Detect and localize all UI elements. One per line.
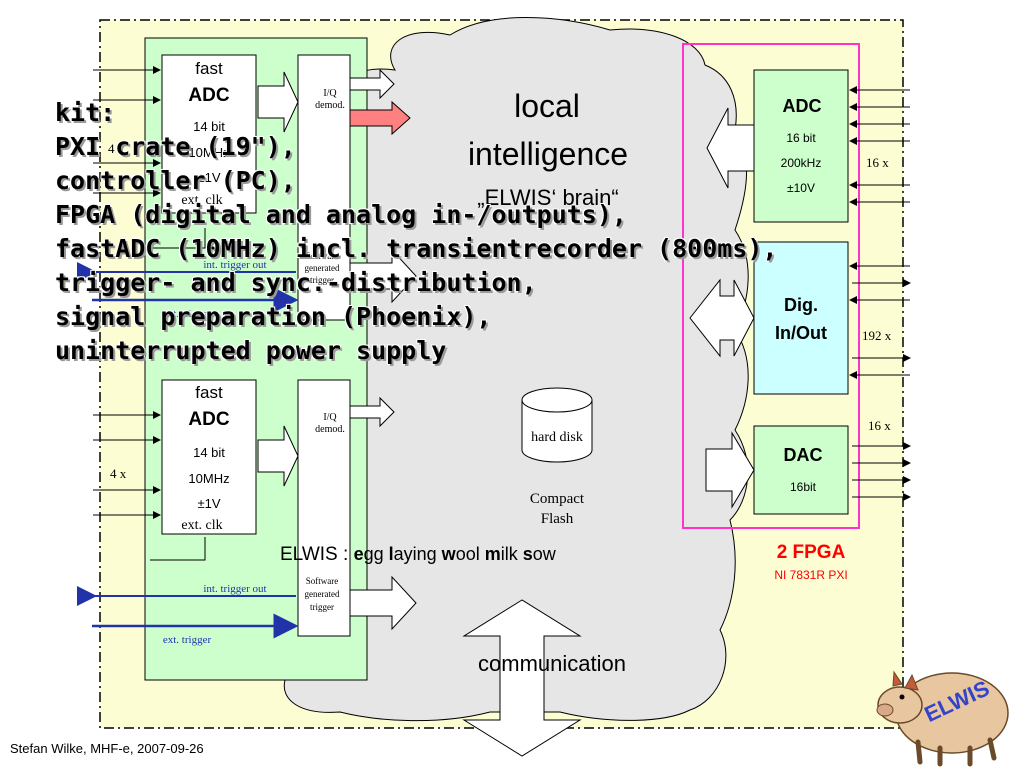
brain-line-2: intelligence [468, 136, 628, 172]
fast-adc-2-range: ±1V [197, 496, 220, 511]
fast-adc-2-title2: ADC [188, 409, 229, 430]
dac-title: DAC [784, 445, 823, 465]
elwis-acronym-part-7: ilk [501, 544, 523, 564]
adc16-range: ±10V [787, 181, 815, 195]
int-trigger-out-label-2: int. trigger out [203, 583, 266, 595]
iq-label-2b: demod. [315, 424, 345, 435]
sw-trigger-1a: Software [306, 251, 339, 261]
sw-trigger-1-arrow [349, 248, 417, 304]
dig-io-line-2: In/Out [775, 323, 827, 343]
fast-adc-1-title2: ADC [188, 85, 229, 106]
sw-trigger-1b: generated [305, 263, 340, 273]
elwis-acronym-part-1: gg [364, 544, 389, 564]
ext-trigger-label-2: ext. trigger [163, 634, 212, 646]
ext-clk-2-line [150, 537, 206, 561]
fpga-frame [682, 43, 860, 529]
sw-trigger-2a: Software [306, 576, 339, 586]
dac-bits: 16bit [790, 480, 817, 494]
elwis-acronym-part-2: l [389, 544, 394, 564]
compact-flash-line-2: Flash [541, 511, 574, 527]
fast-adc-1-clk: ext. clk [181, 193, 222, 208]
fast-adc-2-box [161, 379, 257, 535]
elwis-acronym: ELWIS : egg laying wool milk sow [280, 544, 557, 565]
sw-trigger-2-arrow [349, 575, 417, 631]
brain-to-dac-arrow [705, 431, 755, 509]
adc2-to-iq-arrow [257, 425, 299, 487]
communication-arrow [462, 599, 582, 757]
iq1-out-arrow [349, 68, 395, 100]
sw-trigger-2c: trigger [310, 602, 334, 612]
fast-adc-inputs [93, 66, 161, 519]
fast-adc-2-input-count: 4 x [110, 466, 127, 481]
fast-adc-1-input-count: 4 x [108, 141, 125, 156]
fast-adc-2-rate: 10MHz [188, 471, 229, 486]
fast-adc-1-range: ±1V [197, 170, 220, 185]
int-trigger-out-label-1: int. trigger out [203, 259, 266, 271]
fast-adc-2-title1: fast [195, 383, 223, 402]
hard-disk-label: hard disk [531, 430, 583, 445]
fast-adc-1-box [161, 54, 257, 214]
iq-label-1a: I/Q [323, 88, 337, 99]
ext-trigger-label-1: ext. trigger [163, 308, 212, 320]
elwis-mascot: ELWIS [876, 670, 1009, 767]
elwis-acronym-prefix: ELWIS : [280, 544, 354, 565]
iq-demod-column-2 [297, 379, 351, 637]
adc16-title: ADC [783, 96, 822, 116]
fpga-subtitle: NI 7831R PXI [774, 568, 847, 582]
sw-trigger-2b: generated [305, 589, 340, 599]
fast-adc-1-title1: fast [195, 59, 223, 78]
brain-line-1: local [514, 88, 580, 124]
elwis-acronym-part-5: ool [456, 544, 485, 564]
dac-outputs [852, 442, 911, 501]
fast-adc-1-bits: 14 bit [193, 119, 225, 134]
dig-io-box [753, 241, 849, 395]
elwis-acronym-part-3: aying [394, 544, 442, 564]
iq2-out-arrow [349, 396, 395, 428]
author-footer: Stefan Wilke, MHF-e, 2007-09-26 [10, 741, 204, 756]
dig-io-lines [849, 262, 911, 379]
iq-label-1b: demod. [315, 100, 345, 111]
adc16-bits: 16 bit [786, 131, 816, 145]
compact-flash-line-1: Compact [530, 491, 585, 507]
adc16-inputs [849, 86, 910, 206]
adc16-box [753, 69, 849, 223]
dig-io-double-arrow [689, 278, 755, 358]
adc16-count: 16 x [866, 155, 889, 170]
dig-io-line-1: Dig. [784, 295, 818, 315]
elwis-acronym-part-8: s [523, 544, 533, 564]
sw-trigger-1c: trigger [310, 275, 334, 285]
dac-count: 16 x [868, 418, 891, 433]
adc16-rate: 200kHz [781, 156, 822, 170]
adc1-to-iq-arrow [257, 71, 299, 133]
elwis-acronym-part-6: m [485, 544, 501, 564]
fast-adc-2-bits: 14 bit [193, 445, 225, 460]
dig-io-count: 192 x [862, 328, 892, 343]
fpga-title: 2 FPGA [777, 542, 846, 563]
elwis-acronym-words: egg laying wool milk sow [354, 544, 557, 564]
elwis-acronym-part-0: e [354, 544, 364, 564]
fast-adc-1-rate: 10MHz [188, 145, 229, 160]
brain-line-3: „ELWIS‘ brain“ [477, 185, 618, 210]
adc16-to-brain-arrow [706, 107, 755, 189]
ext-clk-1-line [150, 228, 206, 249]
elwis-acronym-part-9: ow [533, 544, 557, 564]
dac-box [753, 425, 849, 515]
elwis-acronym-part-4: w [441, 544, 457, 564]
iq1-pink-arrow [349, 100, 411, 136]
communication-label: communication [478, 651, 626, 676]
iq-label-2a: I/Q [323, 412, 337, 423]
iq-demod-column-1 [297, 54, 351, 321]
hard-disk-icon [521, 387, 593, 463]
fast-adc-2-clk: ext. clk [181, 518, 222, 533]
